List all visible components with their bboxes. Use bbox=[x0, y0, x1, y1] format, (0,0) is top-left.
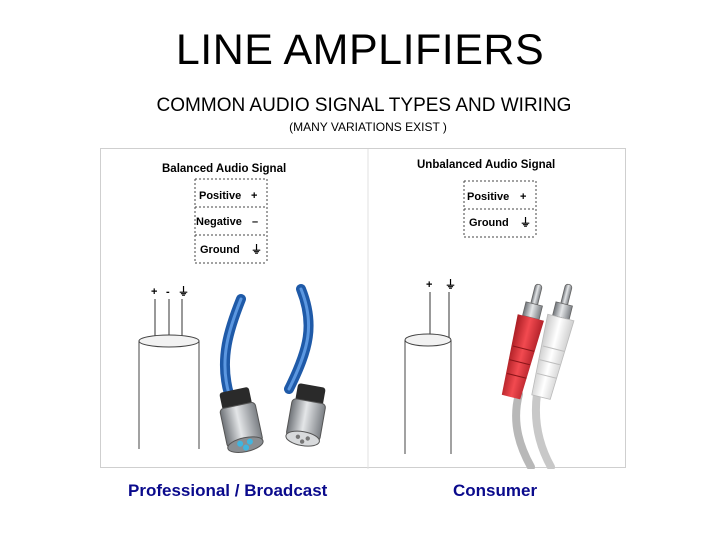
balanced-legend-box bbox=[194, 178, 268, 264]
rca-cables-image bbox=[501, 283, 575, 469]
balanced-positive-symbol: + bbox=[251, 190, 257, 202]
xlr-cables-image bbox=[219, 284, 326, 453]
unbalanced-positive-label: Positive bbox=[467, 191, 509, 203]
unbalanced-legend-box bbox=[463, 180, 537, 238]
balanced-ground-label: Ground bbox=[200, 244, 240, 256]
unbalanced-ground-symbol: ⏚ bbox=[520, 216, 531, 229]
balanced-wire-negative-symbol: - bbox=[166, 286, 170, 298]
unbalanced-cable-drawing bbox=[404, 292, 452, 454]
balanced-wire-positive-symbol: + bbox=[151, 286, 157, 298]
balanced-wire-ground-symbol: ⏚ bbox=[178, 285, 189, 298]
unbalanced-wire-positive-symbol: + bbox=[426, 279, 432, 291]
slide-title: LINE AMPLIFIERS bbox=[175, 26, 545, 74]
balanced-negative-label: Negative bbox=[196, 216, 242, 228]
unbalanced-wire-ground-symbol: ⏚ bbox=[445, 278, 456, 291]
unbalanced-heading: Unbalanced Audio Signal bbox=[417, 159, 555, 171]
consumer-caption: Consumer bbox=[453, 481, 538, 500]
balanced-ground-symbol: ⏚ bbox=[251, 243, 262, 256]
unbalanced-ground-label: Ground bbox=[469, 217, 509, 229]
diagram-graphic: Balanced Audio Signal Positive + Negativ… bbox=[138, 149, 575, 469]
professional-broadcast-caption: Professional / Broadcast bbox=[128, 481, 328, 500]
unbalanced-positive-symbol: + bbox=[520, 191, 526, 203]
balanced-cable-drawing bbox=[138, 299, 200, 449]
balanced-negative-symbol: – bbox=[252, 216, 258, 228]
signal-wiring-diagram: Balanced Audio Signal Positive + Negativ… bbox=[100, 148, 626, 469]
balanced-heading: Balanced Audio Signal bbox=[162, 163, 286, 175]
balanced-positive-label: Positive bbox=[199, 190, 241, 202]
variations-note: (MANY VARIATIONS EXIST ) bbox=[289, 120, 447, 134]
slide-subtitle: COMMON AUDIO SIGNAL TYPES AND WIRING bbox=[156, 95, 572, 116]
